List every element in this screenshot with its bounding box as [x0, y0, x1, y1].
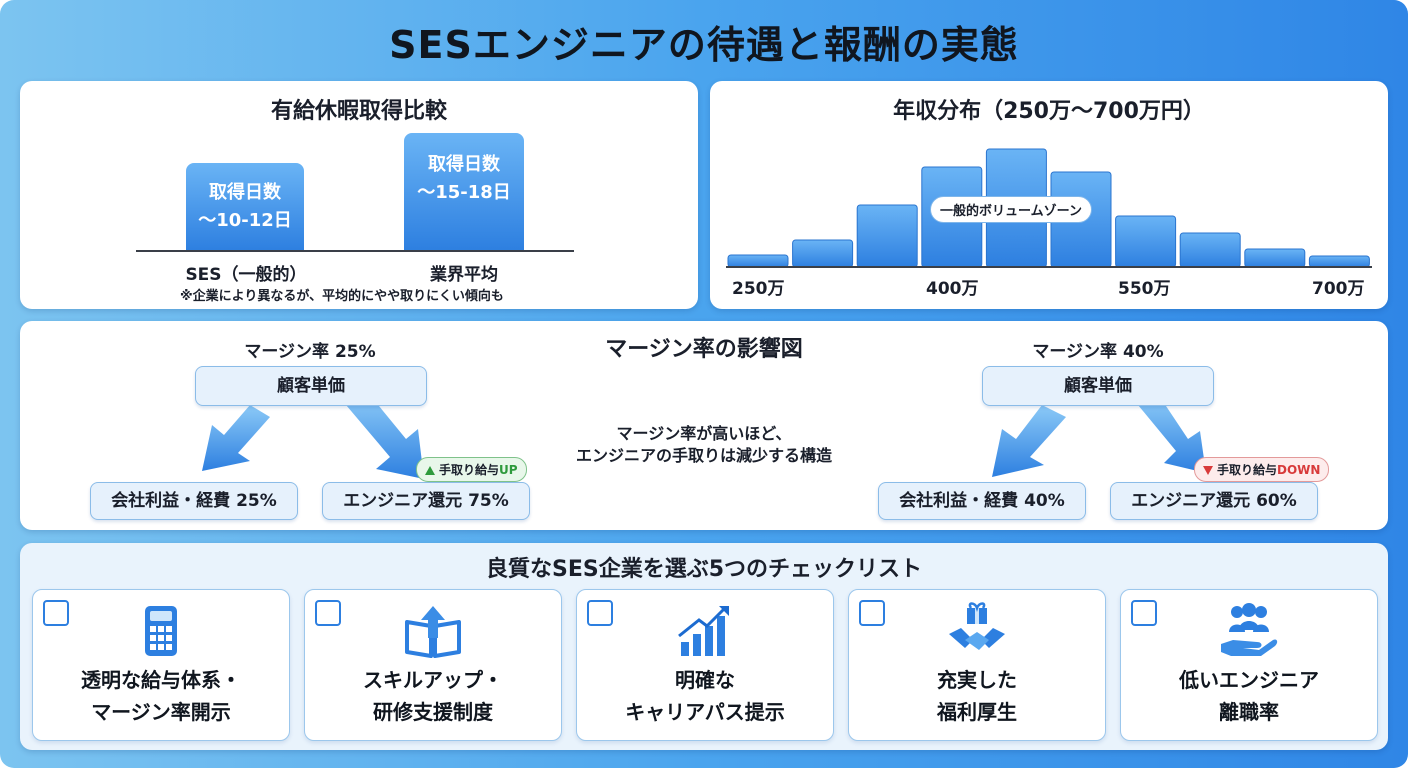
leave-bar-industry-line2: 〜15-18日 — [417, 182, 511, 203]
margin-note: マージン率が高いほど、 エンジニアの手取りは減少する構造 — [504, 423, 904, 467]
leave-panel: 有給休暇取得比較 取得日数 〜10-12日 取得日数 〜15-18日 SES（一… — [20, 81, 698, 309]
margin-left-company-box: 会社利益・経費 25% — [90, 482, 298, 520]
margin-left-top-box: 顧客単価 — [195, 366, 427, 406]
leave-baseline — [136, 250, 574, 252]
gift-handshake-icon — [949, 602, 1005, 650]
leave-bar-ses-line2: 〜10-12日 — [198, 210, 292, 231]
checklist-item-5-line2: 離職率 — [1219, 700, 1279, 724]
arrow-right-company — [992, 405, 1066, 477]
down-arrow-icon — [1203, 466, 1213, 475]
pay-down-badge: 手取り給与DOWN — [1194, 457, 1330, 482]
income-tick-700: 700万 — [1312, 279, 1365, 299]
income-tick-250: 250万 — [732, 279, 785, 299]
checklist-item-3-text: 明確な キャリアパス提示 — [577, 664, 833, 728]
volume-zone-badge: 一般的ボリュームゾーン — [930, 196, 1092, 223]
checklist-item-1-line2: マージン率開示 — [91, 700, 231, 724]
margin-panel: マージン率の影響図 マージン率 25% 顧客単価 会社利益・経費 25% エンジ… — [20, 321, 1388, 530]
checkbox-icon — [315, 600, 341, 626]
margin-right-rate: マージン率 40% — [1032, 342, 1164, 362]
histogram-bar-7 — [1115, 215, 1177, 268]
book-upload-icon — [405, 606, 461, 658]
income-histogram — [726, 148, 1372, 268]
checklist-item-4: 充実した 福利厚生 — [848, 589, 1106, 741]
checklist-item-1-line1: 透明な給与体系・ — [81, 668, 241, 692]
leave-bar-ses-line1: 取得日数 — [209, 182, 281, 203]
checklist-item-4-line1: 充実した — [937, 668, 1017, 692]
calculator-icon — [145, 606, 177, 656]
income-tick-550: 550万 — [1118, 279, 1171, 299]
pay-up-status: UP — [499, 463, 518, 477]
team-care-icon — [1221, 603, 1278, 656]
checklist-item-2: スキルアップ・ 研修支援制度 — [304, 589, 562, 741]
margin-right-engineer-box: エンジニア還元 60% — [1110, 482, 1318, 520]
margin-note-line2: エンジニアの手取りは減少する構造 — [575, 446, 832, 465]
pay-up-label: 手取り給与 — [439, 463, 500, 477]
checklist-item-3: 明確な キャリアパス提示 — [576, 589, 834, 741]
pay-up-badge: 手取り給与UP — [416, 457, 527, 482]
histogram-bar-1 — [727, 254, 789, 268]
histogram-bar-3 — [856, 204, 918, 268]
checklist-item-5: 低いエンジニア 離職率 — [1120, 589, 1378, 741]
checklist-item-2-line2: 研修支援制度 — [373, 700, 493, 724]
checklist-item-5-line1: 低いエンジニア — [1179, 668, 1319, 692]
checklist-item-2-text: スキルアップ・ 研修支援制度 — [305, 664, 561, 728]
margin-note-line1: マージン率が高いほど、 — [616, 424, 792, 443]
arrow-right-engineer — [1138, 397, 1206, 473]
checklist-item-1: 透明な給与体系・ マージン率開示 — [32, 589, 290, 741]
checklist-item-1-text: 透明な給与体系・ マージン率開示 — [33, 664, 289, 728]
margin-left-rate: マージン率 25% — [244, 342, 376, 362]
checklist-title: 良質なSES企業を選ぶ5つのチェックリスト — [485, 557, 923, 582]
income-title: 年収分布（250万〜700万円） — [893, 99, 1205, 124]
checkbox-icon — [587, 600, 613, 626]
histogram-bar-8 — [1179, 232, 1241, 268]
page-title: SESエンジニアの待遇と報酬の実態 — [389, 23, 1019, 67]
histogram-bar-9 — [1244, 248, 1306, 268]
leave-label-ses: SES（一般的） — [185, 265, 307, 285]
margin-title: マージン率の影響図 — [605, 337, 803, 362]
checkbox-icon — [1131, 600, 1157, 626]
margin-right-company-box: 会社利益・経費 40% — [878, 482, 1086, 520]
income-panel: 年収分布（250万〜700万円） 一般的ボリュームゾーン 250万 400万 5… — [710, 81, 1388, 309]
arrow-left-engineer — [346, 395, 424, 479]
pay-down-status: DOWN — [1277, 463, 1321, 477]
leave-bar-ses: 取得日数 〜10-12日 — [186, 163, 304, 251]
checklist-item-4-text: 充実した 福利厚生 — [849, 664, 1105, 728]
leave-bar-industry: 取得日数 〜15-18日 — [404, 133, 524, 251]
up-arrow-icon — [425, 466, 435, 475]
checkbox-icon — [43, 600, 69, 626]
margin-left-engineer-box: エンジニア還元 75% — [322, 482, 530, 520]
growth-chart-icon — [678, 606, 729, 656]
pay-down-label: 手取り給与 — [1217, 463, 1278, 477]
checklist-panel: 良質なSES企業を選ぶ5つのチェックリスト 透明な給与体系・ マージン率開示 ス… — [20, 543, 1388, 750]
arrow-left-company — [202, 405, 270, 471]
margin-right-top-box: 顧客単価 — [982, 366, 1214, 406]
checklist-item-5-text: 低いエンジニア 離職率 — [1121, 664, 1377, 728]
leave-title: 有給休暇取得比較 — [270, 99, 447, 124]
histogram-bar-2 — [792, 239, 854, 268]
histogram-bar-10 — [1308, 255, 1370, 268]
margin-arrows — [202, 395, 1206, 479]
checklist-item-4-line2: 福利厚生 — [937, 700, 1017, 724]
checklist-item-3-line1: 明確な — [675, 668, 735, 692]
checklist-item-3-line2: キャリアパス提示 — [625, 700, 785, 724]
income-tick-400: 400万 — [926, 279, 979, 299]
checkbox-icon — [859, 600, 885, 626]
leave-label-industry: 業界平均 — [430, 265, 498, 285]
leave-note: ※企業により異なるが、平均的にやや取りにくい傾向も — [180, 289, 504, 304]
checklist-item-2-line1: スキルアップ・ — [363, 668, 503, 692]
leave-bar-industry-line1: 取得日数 — [428, 154, 500, 175]
